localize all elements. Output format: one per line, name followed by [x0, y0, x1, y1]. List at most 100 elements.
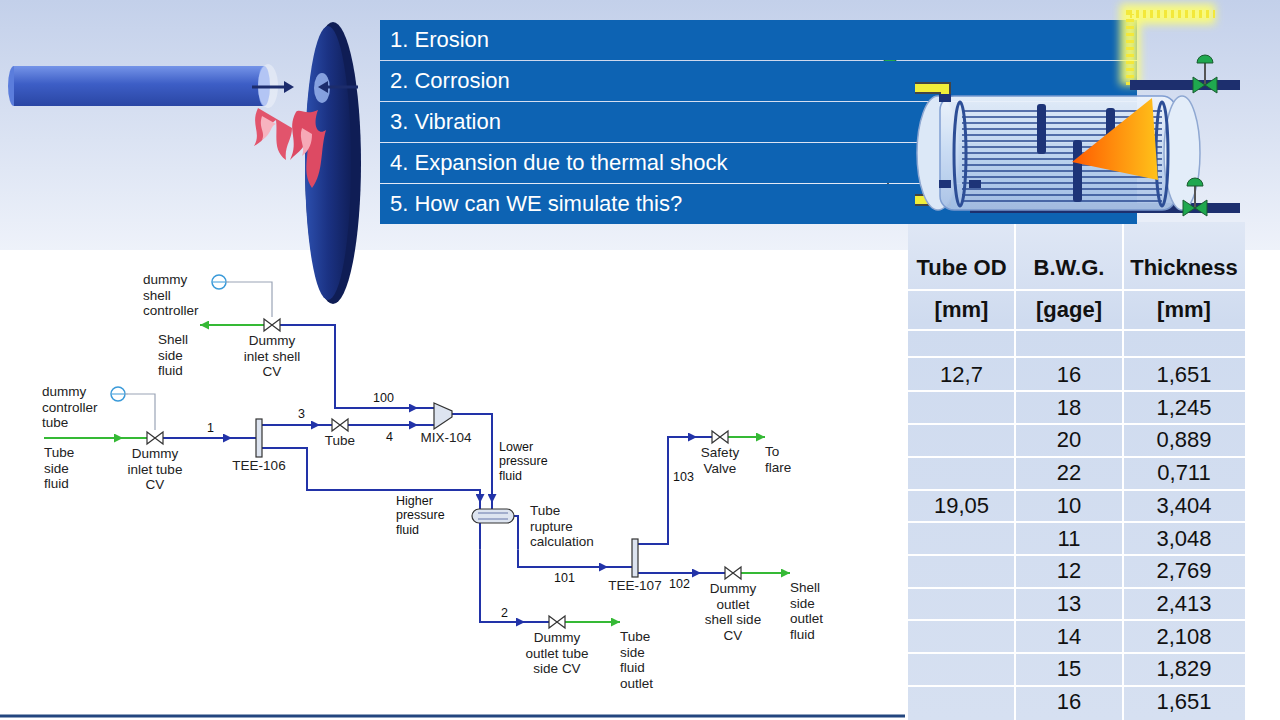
tee-symbol: [608, 538, 662, 578]
heat-exchanger: Tube rupture calculation: [470, 503, 606, 550]
valve-symbol: [701, 565, 765, 581]
table-cell: 14: [1015, 623, 1123, 651]
stream-label: 103: [672, 470, 695, 484]
controller: dummy shell controller: [143, 272, 229, 319]
stream-line: [765, 572, 790, 574]
table-cell: 16: [1015, 688, 1123, 716]
unit-label: To flare: [765, 444, 801, 475]
table-cell: 11: [1015, 525, 1123, 553]
stream-line: [360, 424, 418, 426]
stream-end: To flare: [765, 430, 801, 475]
unit-label: Tube: [320, 433, 360, 449]
stream-label: 1: [206, 421, 215, 435]
table-cell: 13: [1015, 590, 1123, 618]
table-cell: 16: [1015, 361, 1123, 389]
table-cell: [mm]: [1123, 296, 1245, 324]
table-cell: 2,413: [1123, 590, 1245, 618]
unit-label: Shell side outlet fluid: [790, 580, 834, 642]
tee-splitter: TEE-107: [608, 538, 662, 594]
controller: dummy controller tube: [42, 384, 128, 431]
stream-line: [662, 437, 697, 544]
table-cell: 20: [1015, 426, 1123, 454]
stream-label: 3: [297, 407, 306, 421]
unit-label: Tube side fluid: [44, 445, 84, 492]
stream-end: Shell side outlet fluid: [790, 566, 834, 642]
table-cell: Tube OD: [908, 254, 1015, 282]
table-cell: 3,048: [1123, 525, 1245, 553]
exchanger-symbol: [470, 503, 522, 550]
mixer: MIX-104: [418, 402, 474, 446]
tee-splitter: TEE-106: [232, 418, 286, 474]
table-cell: 1,245: [1123, 394, 1245, 422]
table-cell: 12,7: [908, 361, 1015, 389]
stream-line: [518, 550, 608, 567]
valve-symbol: [123, 430, 187, 446]
table-cell: [mm]: [908, 296, 1015, 324]
unit-label: Tube side fluid outlet: [620, 629, 664, 691]
unit-label: Dummy outlet shell side CV: [701, 581, 765, 643]
unit-label: Shell side fluid: [158, 332, 200, 379]
list-item: 4. Expansion due to thermal shock: [390, 143, 915, 183]
control-valve: Tube: [320, 417, 360, 449]
stream-label: 2: [500, 606, 509, 620]
list-band: 5. How can WE simulate this?: [380, 184, 915, 224]
controller-symbol: [209, 272, 229, 292]
table-cell: 1,651: [1123, 688, 1245, 716]
stream-end: Tube side fluid: [44, 431, 84, 492]
signal-line: [229, 282, 272, 317]
table-cell: 0,889: [1123, 426, 1245, 454]
list-item: 2. Corrosion: [390, 61, 915, 101]
stream-end: Shell side fluid: [158, 318, 200, 379]
unit-label: Dummy outlet tube side CV: [525, 630, 589, 677]
tee-symbol: [232, 418, 286, 458]
control-valve: Safety Valve: [697, 429, 743, 476]
table-cell: Thickness: [1123, 254, 1245, 282]
table-cell: 10: [1015, 492, 1123, 520]
stream-label: 4: [385, 430, 394, 444]
stream-label: Higher pressure fluid: [395, 494, 459, 537]
stream-label: Lower pressure fluid: [498, 440, 562, 483]
stream-line: [286, 424, 320, 426]
table-cell: 15: [1015, 655, 1123, 683]
mixer-symbol: [418, 402, 474, 430]
unit-label: TEE-106: [232, 458, 286, 474]
valve-symbol: [697, 429, 743, 445]
table-cell: 0,711: [1123, 459, 1245, 487]
table-cell: 19,05: [908, 492, 1015, 520]
table-cell: 2,769: [1123, 557, 1245, 585]
stream-line: [589, 621, 620, 623]
unit-label: dummy shell controller: [143, 272, 209, 319]
unit-label: Tube rupture calculation: [530, 503, 606, 550]
table-cell: 1,829: [1123, 655, 1245, 683]
control-valve: Dummy inlet tube CV: [123, 430, 187, 493]
list-band: 3. Vibration: [380, 102, 915, 142]
unit-label: TEE-107: [608, 578, 662, 594]
control-valve: Dummy outlet tube side CV: [525, 614, 589, 677]
table-cell: 22: [1015, 459, 1123, 487]
unit-label: Dummy inlet shell CV: [240, 333, 304, 380]
table-cell: 1,651: [1123, 361, 1245, 389]
stream-line: [743, 436, 765, 438]
table-cell: 18: [1015, 394, 1123, 422]
unit-label: dummy controller tube: [42, 384, 108, 431]
table-cell: 2,108: [1123, 623, 1245, 651]
unit-label: Dummy inlet tube CV: [123, 446, 187, 493]
stream-line: [200, 324, 240, 326]
list-band: 1. Erosion: [380, 20, 915, 60]
valve-symbol: [525, 614, 589, 630]
table-cell: B.W.G.: [1015, 254, 1123, 282]
stream-label: 102: [668, 577, 691, 591]
signal-line: [128, 394, 155, 430]
list-band: 2. Corrosion: [380, 61, 915, 101]
stream-label: 100: [372, 391, 395, 405]
list-band: 4. Expansion due to thermal shock: [380, 143, 915, 183]
list-item: 1. Erosion: [390, 20, 915, 60]
list-item: 3. Vibration: [390, 102, 915, 142]
table-cell: 12: [1015, 557, 1123, 585]
table-cell: [gage]: [1015, 296, 1123, 324]
list-item: 5. How can WE simulate this?: [390, 184, 915, 224]
stream-line: [304, 325, 418, 408]
stream-line: [187, 437, 232, 439]
control-valve: Dummy inlet shell CV: [240, 317, 304, 380]
unit-label: Safety Valve: [697, 445, 743, 476]
